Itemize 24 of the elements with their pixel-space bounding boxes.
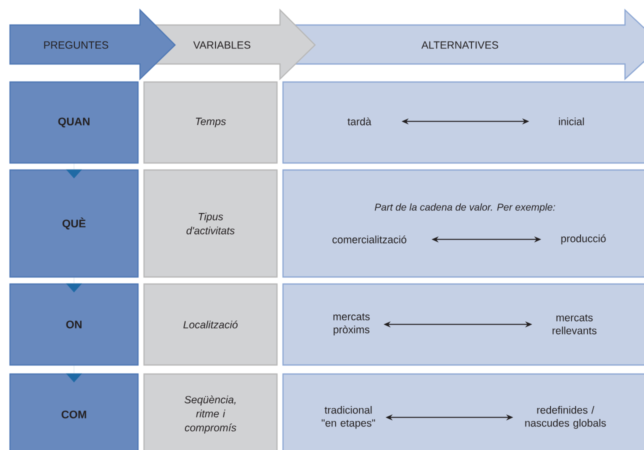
variable-box: Seqüència, ritme i compromís: [143, 373, 278, 450]
down-triangle: [66, 278, 82, 292]
option-label: tradicional "en etapes": [322, 406, 376, 429]
variable-box: Temps: [143, 81, 278, 164]
option-label: redefinides / nascudes globals: [525, 406, 606, 429]
question-box: COM: [9, 373, 139, 450]
question-box: QUAN: [9, 81, 139, 164]
header-banner: ALTERNATIVES: [294, 8, 644, 80]
option-label: tardà: [348, 117, 372, 126]
header-banner: PREGUNTES: [9, 8, 176, 80]
alternatives-panel: [282, 81, 644, 164]
question-box: ON: [9, 283, 139, 366]
option-label: comercialització: [332, 235, 406, 244]
down-triangle: [66, 164, 82, 178]
option-label: producció: [561, 234, 606, 244]
alternatives-panel: [282, 283, 644, 366]
alternatives-panel: [282, 373, 644, 450]
variable-box: Tipus d'activitats: [143, 169, 278, 278]
question-box: QUÈ: [9, 169, 139, 278]
option-label: inicial: [558, 118, 584, 126]
option-label: mercats pròxims: [333, 313, 370, 336]
variable-box: Localització: [143, 283, 278, 366]
option-label: mercats rellevants: [552, 314, 596, 334]
down-triangle: [66, 366, 82, 382]
